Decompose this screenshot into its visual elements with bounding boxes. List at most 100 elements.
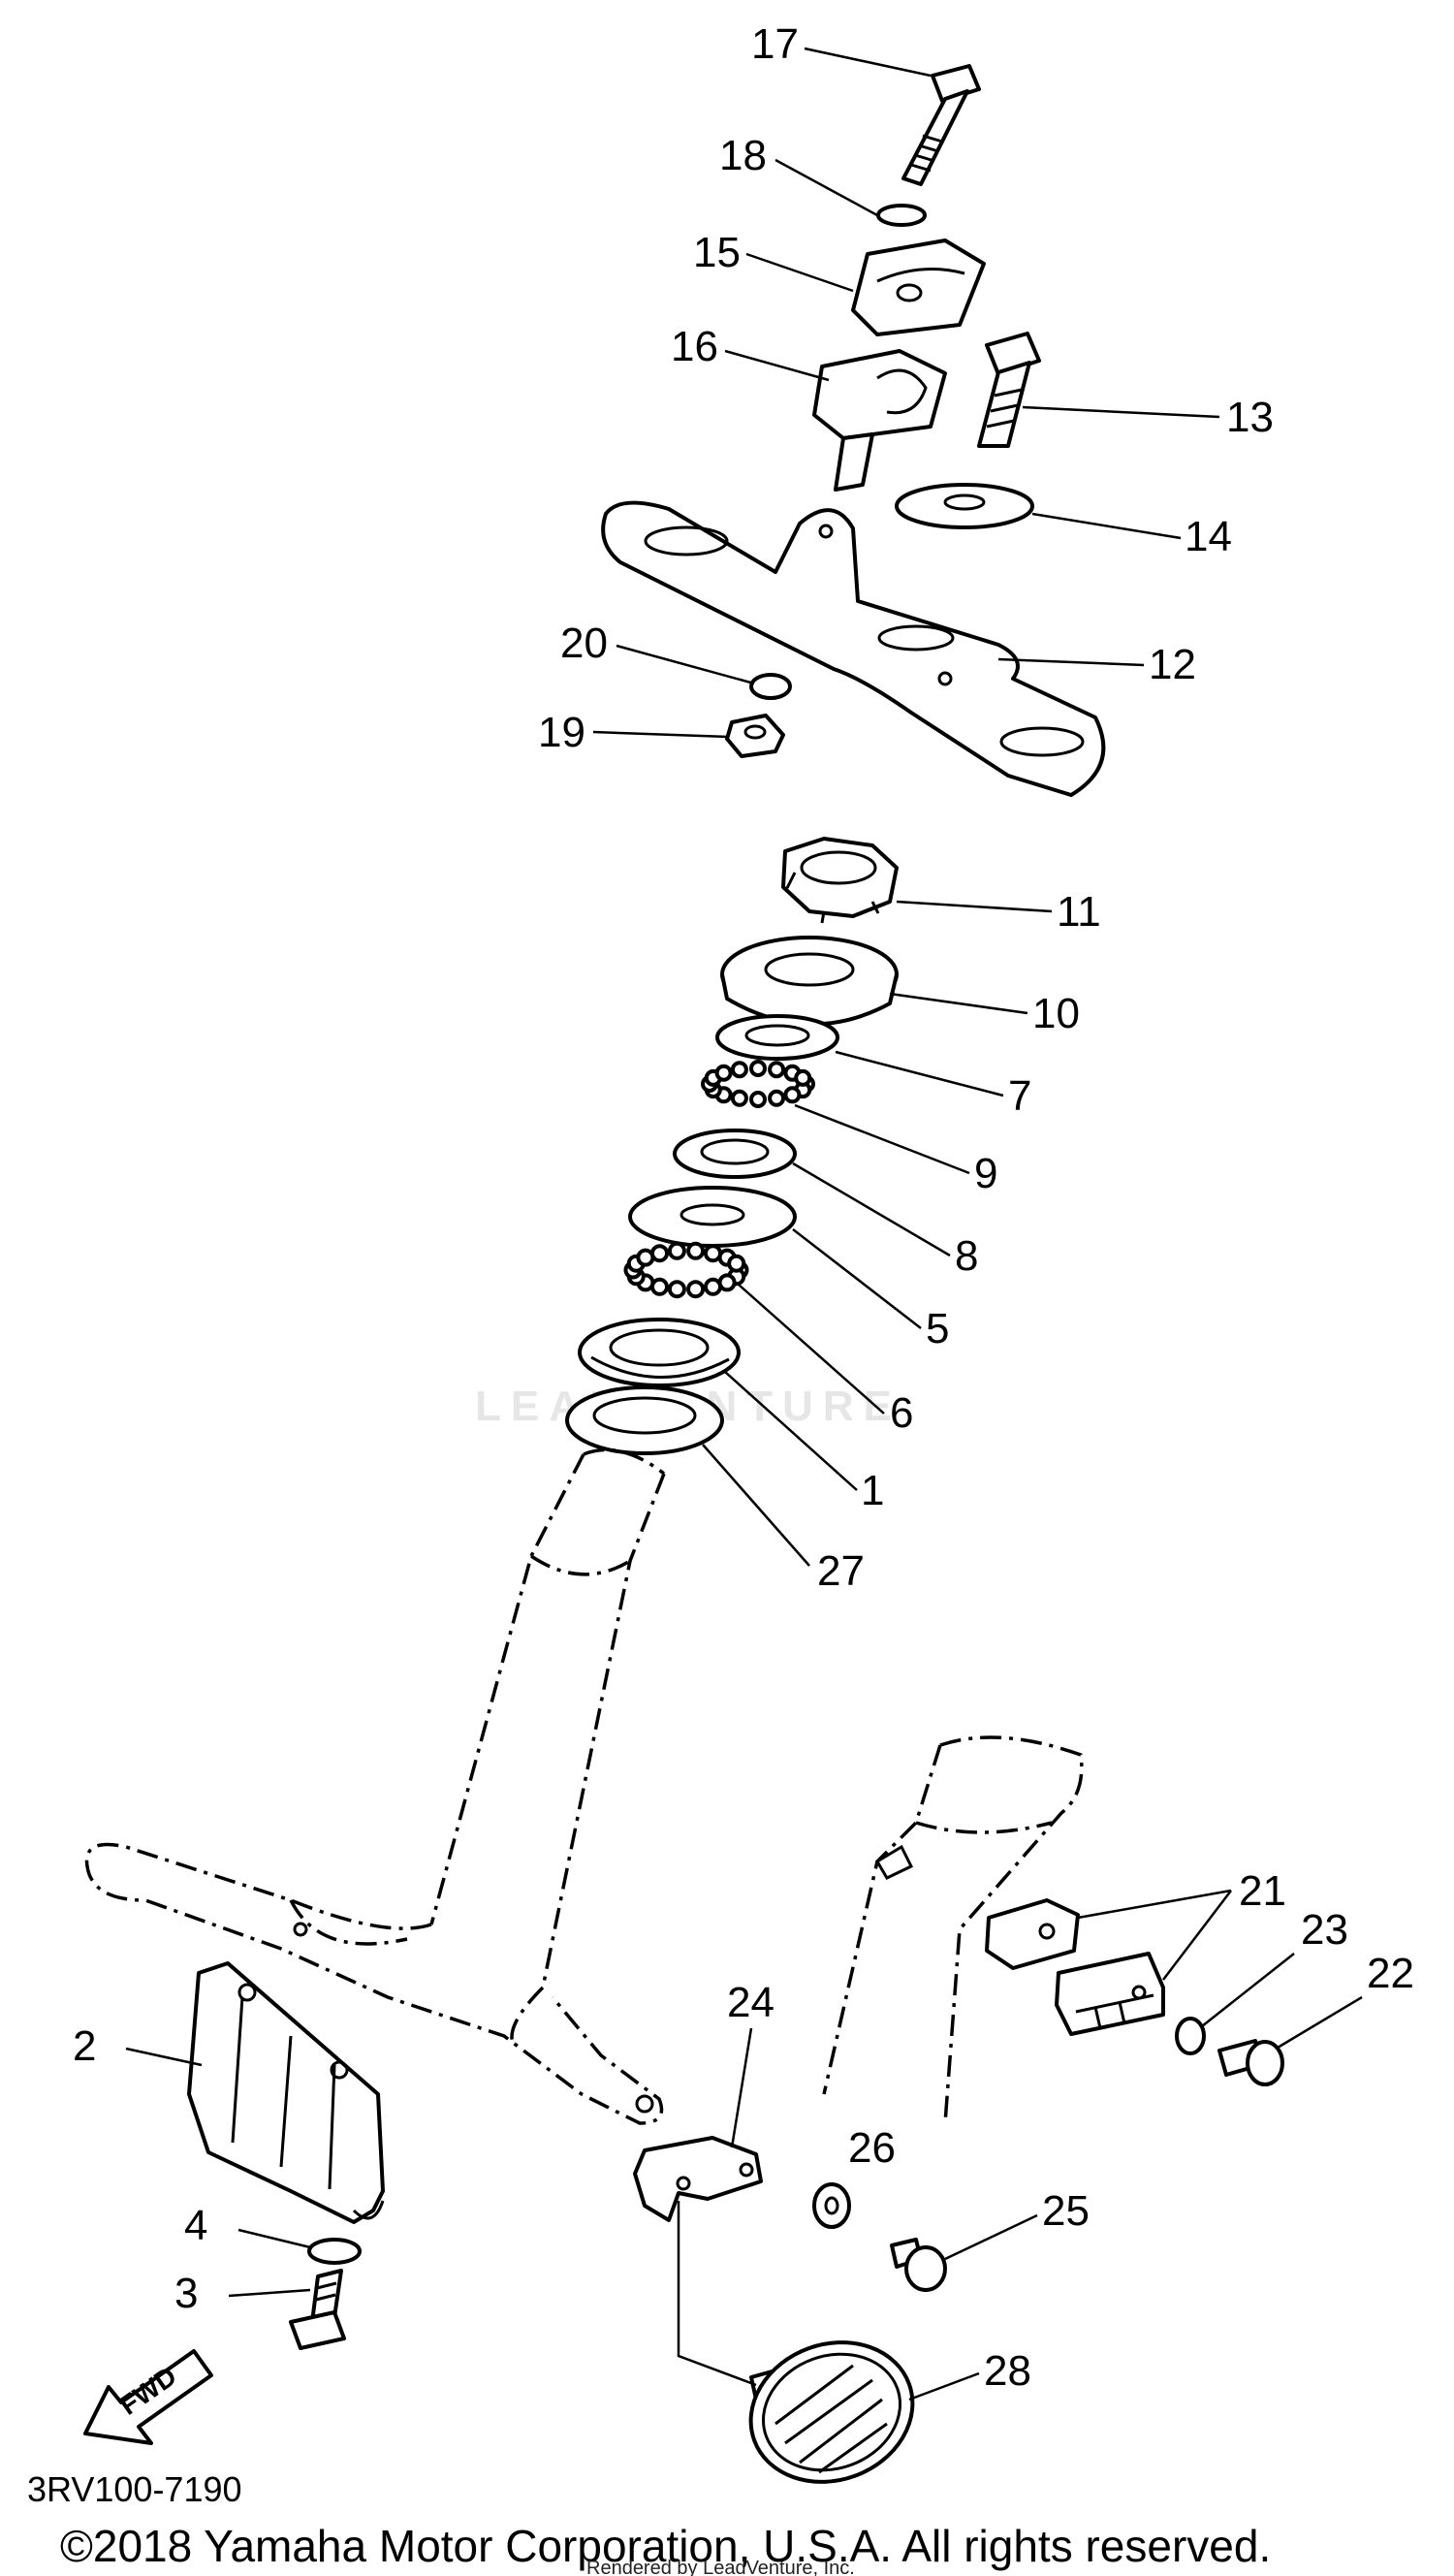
- part-label-1: 1: [861, 1467, 884, 1514]
- part-label-24: 24: [727, 1979, 774, 2026]
- part-label-4: 4: [184, 2202, 207, 2249]
- leader-line-11: [896, 900, 1053, 913]
- part-6-ball-bearing: [623, 1241, 749, 1299]
- part-13-bolt: [977, 332, 1041, 448]
- part-24-bracket: [633, 2136, 763, 2222]
- copyright-notice: ©2018 Yamaha Motor Corporation, U.S.A. A…: [60, 2521, 1271, 2571]
- bearing-ball: [714, 1064, 733, 1082]
- part-10-cover: [720, 936, 899, 1027]
- leader-line-21: [1077, 1889, 1232, 1920]
- leader-line-9: [794, 1103, 970, 1175]
- steering-stem-phantom: [84, 1447, 666, 2125]
- part-3-bolt: [289, 2269, 346, 2350]
- part-8-bearing-race: [673, 1129, 797, 1179]
- leader-24-to-28: [677, 2201, 757, 2387]
- diagram-code: 3RV100-7190: [27, 2469, 242, 2509]
- part-label-23: 23: [1301, 1906, 1348, 1954]
- leader-line-10: [889, 992, 1028, 1015]
- part-5-bearing-race: [628, 1186, 797, 1248]
- part-label-2: 2: [73, 2022, 96, 2070]
- part-26-washer: [812, 2182, 851, 2229]
- part-label-6: 6: [890, 1389, 913, 1437]
- leader-line-27: [702, 1444, 810, 1567]
- bearing-ball: [768, 1061, 786, 1079]
- part-label-14: 14: [1185, 513, 1232, 560]
- part-9-ball-bearing: [701, 1060, 815, 1108]
- leader-line-8: [792, 1161, 951, 1257]
- fwd-arrow-icon: FWD: [83, 2349, 213, 2445]
- leader-line-17: [804, 47, 932, 78]
- leader-line-14: [1031, 512, 1182, 540]
- part-label-5: 5: [926, 1305, 949, 1352]
- leader-line-2: [125, 2047, 203, 2067]
- bearing-ball: [749, 1060, 767, 1077]
- leader-line-6: [738, 1284, 885, 1415]
- part-label-17: 17: [751, 20, 799, 68]
- leader-line-21: [1162, 1890, 1232, 1981]
- leader-line-18: [774, 158, 878, 217]
- part-label-16: 16: [671, 323, 718, 370]
- part-label-7: 7: [1008, 1072, 1031, 1120]
- bearing-ball: [686, 1280, 706, 1299]
- bearing-ball: [704, 1277, 722, 1296]
- part-label-18: 18: [719, 132, 767, 179]
- part-label-11: 11: [1057, 888, 1101, 936]
- part-label-20: 20: [560, 620, 608, 667]
- leader-line-7: [835, 1050, 1004, 1097]
- leader-line-13: [1022, 405, 1220, 419]
- bearing-ball: [749, 1091, 767, 1108]
- part-1-bearing-race: [578, 1318, 741, 1387]
- part-label-9: 9: [974, 1150, 997, 1197]
- leader-line-20: [616, 644, 755, 685]
- part-label-28: 28: [984, 2347, 1031, 2395]
- part-label-27: 27: [817, 1547, 865, 1595]
- part-20-washer: [749, 673, 792, 700]
- part-17-bolt: [901, 64, 981, 186]
- leader-line-1: [724, 1371, 858, 1491]
- leader-line-5: [792, 1228, 922, 1329]
- leader-line-22: [1277, 1995, 1363, 2050]
- part-label-10: 10: [1032, 990, 1080, 1037]
- leader-line-15: [745, 252, 854, 293]
- part-22-screw: [1217, 2039, 1284, 2086]
- leader-line-4: [237, 2228, 311, 2249]
- bearing-ball: [667, 1280, 686, 1299]
- part-2-protector: [187, 1961, 385, 2224]
- bearing-ball: [727, 1254, 746, 1273]
- leader-lines: [125, 47, 1363, 2401]
- leader-line-16: [724, 349, 830, 382]
- bearing-ball: [730, 1061, 748, 1079]
- part-label-19: 19: [538, 709, 585, 756]
- part-label-22: 22: [1367, 1950, 1414, 1997]
- part-label-15: 15: [693, 229, 741, 276]
- leader-line-12: [997, 657, 1145, 667]
- part-28-reflector: [748, 2340, 915, 2484]
- part-4-washer: [307, 2238, 362, 2265]
- part-label-8: 8: [955, 1232, 978, 1280]
- bearing-ball: [667, 1241, 686, 1260]
- part-label-26: 26: [848, 2124, 896, 2172]
- part-16-holder-lower: [812, 349, 947, 492]
- part-label-25: 25: [1042, 2187, 1090, 2235]
- part-label-12: 12: [1149, 641, 1196, 688]
- bearing-ball: [650, 1244, 669, 1263]
- leader-line-28: [908, 2371, 980, 2401]
- bearing-ball: [686, 1241, 706, 1260]
- part-label-13: 13: [1226, 394, 1274, 441]
- fork-tube-phantom: [822, 1735, 1084, 2124]
- part-label-3: 3: [174, 2270, 198, 2317]
- part-7-bearing-race: [715, 1014, 839, 1061]
- part-18-washer: [876, 204, 927, 227]
- part-23-washer: [1175, 2017, 1206, 2055]
- part-15-holder-upper: [851, 239, 986, 336]
- leader-line-25: [944, 2213, 1038, 2261]
- bearing-ball: [768, 1089, 786, 1107]
- part-19-nut: [725, 714, 785, 758]
- part-21-clamp: [985, 1898, 1165, 2036]
- part-27-seal: [565, 1385, 724, 1455]
- rendered-by: Rendered by LeadVenture, Inc.: [586, 2558, 855, 2576]
- leader-line-23: [1201, 1953, 1295, 2027]
- bearing-ball: [730, 1089, 748, 1107]
- part-12-upper-bracket: [601, 500, 1106, 797]
